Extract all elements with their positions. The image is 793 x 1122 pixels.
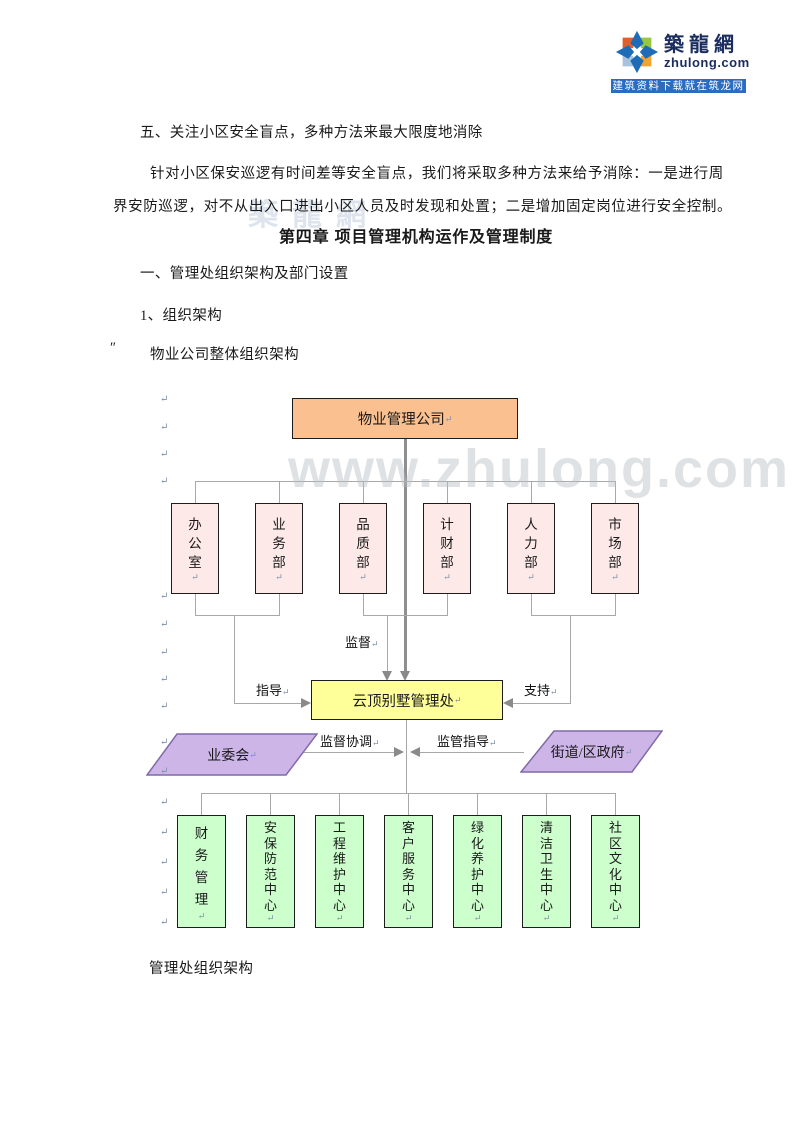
label-supervision: 监督↵ (345, 635, 379, 650)
connector-main-vertical (404, 439, 407, 672)
label-supervise-guide: 监管指导↵ (437, 734, 497, 749)
pilcrow-mark: ↵ (160, 449, 169, 460)
pilcrow-mark: ↵ (160, 674, 169, 685)
pilcrow-mark: ↵ (160, 394, 169, 405)
arrowhead-supervision-main (400, 671, 410, 681)
group-rail-middle (363, 615, 447, 617)
paragraph-line-1: 针对小区保安巡逻有时间差等安全盲点，我们将采取多种方法来给予消除：一是进行周 (150, 166, 724, 182)
connector-committee-h (296, 752, 395, 754)
stub-below-2 (279, 594, 281, 616)
owners-committee-parallelogram: 业委会↵ (146, 733, 318, 776)
connector-guidance-h (234, 703, 302, 705)
stub-center-1 (201, 793, 203, 815)
pilcrow-mark: ↵ (160, 917, 169, 928)
stub-center-4 (408, 793, 410, 815)
stub-below-1 (195, 594, 197, 616)
stub-dept-4 (447, 481, 449, 503)
center-box-security: 安保防范中心↵ (246, 815, 295, 928)
connector-level2-rail (195, 481, 615, 483)
top-box-property-company: 物业管理公司↵ (292, 398, 518, 439)
label-support: 支持↵ (524, 683, 558, 698)
stub-dept-2 (279, 481, 281, 503)
stub-dept-6 (615, 481, 617, 503)
chart-caption-top: 物业公司整体组织架构 (150, 347, 299, 363)
stub-dept-3 (363, 481, 365, 503)
arrowhead-committee (394, 747, 404, 757)
connector-office-down (406, 720, 408, 793)
pilcrow-mark: ↵ (160, 857, 169, 868)
connector-supervision-2 (387, 615, 389, 672)
pilcrow-mark: ↵ (160, 827, 169, 838)
stub-dept-1 (195, 481, 197, 503)
pinwheel-cube-icon (614, 29, 660, 75)
management-office-box: 云顶别墅管理处↵ (311, 680, 503, 720)
arrowhead-guidance (301, 698, 311, 708)
pilcrow-mark: ↵ (160, 766, 169, 777)
dept-box-market: 市场部↵ (591, 503, 639, 594)
group-rail-left (195, 615, 279, 617)
connector-guidance-v (234, 615, 236, 704)
pilcrow-mark: ↵ (160, 422, 169, 433)
pilcrow-mark: ↵ (160, 887, 169, 898)
center-box-community-culture: 社区文化中心↵ (591, 815, 640, 928)
stub-center-7 (615, 793, 617, 815)
logo-domain: zhulong.com (664, 55, 750, 70)
section-one-heading: 一、管理处组织架构及部门设置 (140, 266, 349, 282)
connector-government-h (419, 752, 524, 754)
stub-below-3 (363, 594, 365, 616)
pilcrow-mark: ↵ (160, 647, 169, 658)
dept-box-quality: 品质部↵ (339, 503, 387, 594)
logo-tagline-banner: 建筑资料下载就在筑龙网 (611, 79, 746, 93)
chapter-title: 第四章 项目管理机构运作及管理制度 (279, 229, 554, 246)
center-box-finance-mgmt: 财务管理↵ (177, 815, 226, 928)
label-supervise-coordinate: 监督协调↵ (320, 734, 380, 749)
connector-support-v (570, 615, 572, 704)
arrowhead-support (503, 698, 513, 708)
pilcrow-mark: ↵ (160, 619, 169, 630)
center-box-greening: 绿化养护中心↵ (453, 815, 502, 928)
stub-dept-5 (531, 481, 533, 503)
pilcrow-mark: ↵ (160, 476, 169, 487)
center-box-engineering: 工程维护中心↵ (315, 815, 364, 928)
stub-center-2 (270, 793, 272, 815)
arrowhead-government (410, 747, 420, 757)
pilcrow-mark: ↵ (160, 797, 169, 808)
item-one-heading: 1、组织架构 (140, 308, 223, 324)
logo-site-name: 築龍網 (664, 34, 739, 56)
dept-box-hr: 人力部↵ (507, 503, 555, 594)
quote-mark: ″ (110, 340, 117, 356)
label-guidance: 指导↵ (256, 683, 290, 698)
owners-committee-label: 业委会↵ (207, 748, 257, 764)
stub-below-5 (531, 594, 533, 616)
dept-box-finance-planning: 计财部↵ (423, 503, 471, 594)
dept-box-office: 办公室↵ (171, 503, 219, 594)
stub-center-3 (339, 793, 341, 815)
government-parallelogram: 街道/区政府↵ (520, 730, 663, 773)
stub-center-5 (477, 793, 479, 815)
stub-below-4 (447, 594, 449, 616)
pilcrow-mark: ↵ (160, 591, 169, 602)
pilcrow-mark: ↵ (160, 737, 169, 748)
center-box-cleaning: 清洁卫生中心↵ (522, 815, 571, 928)
stub-below-6 (615, 594, 617, 616)
arrowhead-supervision-2 (382, 671, 392, 681)
heading-five: 五、关注小区安全盲点，多种方法来最大限度地消除 (140, 125, 483, 141)
dept-box-business: 业务部↵ (255, 503, 303, 594)
government-label: 街道/区政府↵ (550, 745, 633, 761)
connector-support-h (512, 703, 570, 705)
pilcrow-mark: ↵ (160, 701, 169, 712)
paragraph-line-2: 界安防巡逻，对不从出入口进出小区人员及时发现和处置；二是增加固定岗位进行安全控制… (113, 199, 733, 215)
group-rail-right (531, 615, 615, 617)
center-box-customer-service: 客户服务中心↵ (384, 815, 433, 928)
chart-caption-bottom: 管理处组织架构 (149, 961, 254, 977)
zhulong-logo: 築龍網 zhulong.com (611, 26, 749, 78)
stub-center-6 (546, 793, 548, 815)
